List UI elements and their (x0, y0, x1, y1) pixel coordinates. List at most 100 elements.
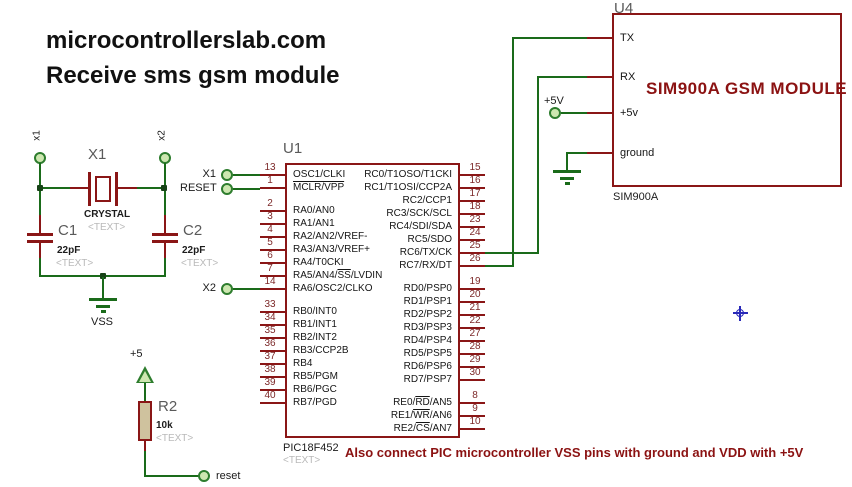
junction-dot (161, 185, 167, 191)
terminal-osc1[interactable] (221, 169, 233, 181)
u1-pin-34-name: RB1/INT1 (293, 319, 337, 330)
u1-pin-17-number: 17 (469, 188, 481, 199)
pin-name-text: RD3/PSP3 (403, 322, 452, 333)
u1-pin-8-stub[interactable] (460, 402, 485, 404)
u1-pin-25-stub[interactable] (460, 252, 485, 254)
u1-pin-20-number: 20 (469, 289, 481, 300)
u1-pin-35-stub[interactable] (260, 337, 285, 339)
u1-pin-28-stub[interactable] (460, 353, 485, 355)
u1-pin-29-stub[interactable] (460, 366, 485, 368)
u1-pin-1-stub[interactable] (260, 187, 285, 189)
pin-name-text: RC5/SDO (407, 234, 452, 245)
pin-name-text: RD6/PSP6 (403, 361, 452, 372)
u1-pin-26-stub[interactable] (460, 265, 485, 267)
pin-name-text: /AN7 (429, 423, 452, 434)
u1-pin-10-name: RE2/CS/AN7 (394, 423, 452, 434)
pin-name-text: WR (413, 410, 430, 421)
u4-pin-ground-stub[interactable] (587, 152, 612, 154)
u1-pin-27-stub[interactable] (460, 340, 485, 342)
u1-pin-22-stub[interactable] (460, 327, 485, 329)
u1-pin-18-stub[interactable] (460, 213, 485, 215)
u1-pin-24-stub[interactable] (460, 239, 485, 241)
u1-pin-6-stub[interactable] (260, 262, 285, 264)
wire-x1-to-pin13 (233, 174, 260, 176)
wire-x2-to-pin14 (233, 288, 260, 290)
wire-gsm-rx-v (537, 76, 539, 254)
pin-name-text: RA1/AN1 (293, 218, 335, 229)
r2-value: 10k (156, 420, 173, 431)
u1-body[interactable] (285, 163, 460, 438)
u1-pin-18-name: RC3/SCK/SCL (386, 208, 452, 219)
cap2-placeholder: <TEXT> (181, 258, 219, 269)
u1-pin-9-stub[interactable] (460, 415, 485, 417)
crystal-plate-right[interactable] (115, 172, 118, 206)
u1-pin-15-stub[interactable] (460, 174, 485, 176)
u1-pin-38-stub[interactable] (260, 376, 285, 378)
u4-body[interactable] (612, 13, 842, 187)
u1-pin-19-stub[interactable] (460, 288, 485, 290)
u1-pin-3-stub[interactable] (260, 223, 285, 225)
u1-pin-30-number: 30 (469, 367, 481, 378)
u1-pin-16-stub[interactable] (460, 187, 485, 189)
reset-terminal-label: reset (216, 470, 241, 482)
cap1-placeholder: <TEXT> (56, 258, 94, 269)
terminal-label-x2: x2 (156, 130, 168, 141)
u1-ref: U1 (283, 140, 303, 157)
u1-pin-37-stub[interactable] (260, 363, 285, 365)
u1-pin-30-stub[interactable] (460, 379, 485, 381)
wire-crystal-right (137, 187, 164, 189)
u1-pin-13-stub[interactable] (260, 174, 285, 176)
u4-pin-+5v-stub[interactable] (587, 112, 612, 114)
u1-pin-17-stub[interactable] (460, 200, 485, 202)
u1-pin-40-stub[interactable] (260, 402, 285, 404)
u1-pin-34-stub[interactable] (260, 324, 285, 326)
u1-pin-33-stub[interactable] (260, 311, 285, 313)
u1-pin-18-number: 18 (469, 201, 481, 212)
crystal-body[interactable] (95, 176, 111, 202)
resistor-pin-bottom (144, 441, 146, 451)
ground-bar (560, 177, 574, 180)
cap2-plate-top[interactable] (152, 233, 178, 236)
cap1-plate-top[interactable] (27, 233, 53, 236)
wire-reset-to-pin1 (233, 188, 260, 190)
u1-pin-36-stub[interactable] (260, 350, 285, 352)
terminal-osc2[interactable] (221, 283, 233, 295)
u1-placeholder: <TEXT> (283, 455, 321, 466)
pin-name-text: RB1/INT1 (293, 319, 337, 330)
u1-pin-15-name: RC0/T1OSO/T1CKI (364, 169, 452, 180)
u1-pin-21-stub[interactable] (460, 314, 485, 316)
pin-name-text: RD2/PSP2 (403, 309, 452, 320)
u1-pin-10-stub[interactable] (460, 428, 485, 430)
u1-pin-33-number: 33 (264, 299, 276, 310)
u4-pin-TX-stub[interactable] (587, 37, 612, 39)
terminal-plus5v[interactable] (549, 107, 561, 119)
pin-name-text: RE2/ (393, 423, 416, 434)
u1-pin-21-number: 21 (469, 302, 481, 313)
u1-pin-23-name: RC4/SDI/SDA (389, 221, 452, 232)
u1-pin-23-stub[interactable] (460, 226, 485, 228)
crystal-plate-left[interactable] (88, 172, 91, 206)
cap1-plate-bottom[interactable] (27, 240, 53, 243)
cap2-plate-bottom[interactable] (152, 240, 178, 243)
pin-name-text: RA5/AN4/ (293, 270, 338, 281)
u1-pin-20-stub[interactable] (460, 301, 485, 303)
u1-pin-29-name: RD6/PSP6 (404, 361, 452, 372)
terminal-reset[interactable] (198, 470, 210, 482)
u4-part: SIM900A (613, 191, 659, 203)
pin-name-text: RD1/PSP1 (403, 296, 452, 307)
pin-name-text: RD0/PSP0 (403, 283, 452, 294)
u1-pin-4-stub[interactable] (260, 236, 285, 238)
u1-pin-14-stub[interactable] (260, 288, 285, 290)
crystal-ref: X1 (88, 146, 107, 163)
u1-pin-39-stub[interactable] (260, 389, 285, 391)
u1-pin-5-stub[interactable] (260, 249, 285, 251)
u1-pin-27-number: 27 (469, 328, 481, 339)
pin-name-text: RA3/AN3/VREF+ (293, 244, 370, 255)
u1-pin-2-stub[interactable] (260, 210, 285, 212)
resistor-body[interactable] (138, 401, 152, 441)
terminal-reset-input[interactable] (221, 183, 233, 195)
pin-name-text: /AN6 (429, 410, 452, 421)
u4-pin-RX-stub[interactable] (587, 76, 612, 78)
u1-pin-7-stub[interactable] (260, 275, 285, 277)
